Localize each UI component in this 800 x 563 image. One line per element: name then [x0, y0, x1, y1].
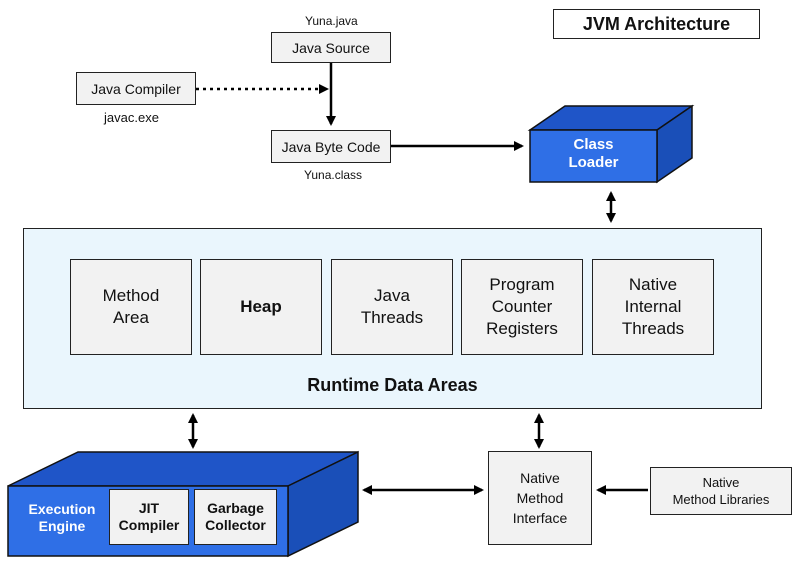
- java-source-label: Java Source: [292, 39, 370, 56]
- java-bytecode-label: Java Byte Code: [281, 138, 381, 155]
- java-compiler-label: Java Compiler: [91, 80, 181, 97]
- java-compiler-box: Java Compiler: [76, 72, 196, 105]
- method-area-box: Method Area: [70, 259, 192, 355]
- class-loader-label: Class Loader: [568, 136, 619, 171]
- java-bytecode-box: Java Byte Code: [271, 130, 391, 163]
- native-method-interface-box: Native Method Interface: [488, 451, 592, 545]
- native-internal-threads-box: Native Internal Threads: [592, 259, 714, 355]
- java-source-box: Java Source: [271, 32, 391, 63]
- native-method-libraries-box: Native Method Libraries: [650, 467, 792, 515]
- jit-compiler-box: JIT Compiler: [109, 489, 189, 545]
- diagram-title: JVM Architecture: [553, 9, 760, 39]
- class-loader-box: [527, 104, 695, 184]
- garbage-collector-box: Garbage Collector: [194, 489, 277, 545]
- compiler-exe-caption: javac.exe: [104, 110, 159, 125]
- execution-engine-label: Execution Engine: [28, 501, 96, 534]
- runtime-data-areas-label: Runtime Data Areas: [307, 375, 478, 395]
- java-threads-box: Java Threads: [331, 259, 453, 355]
- heap-box: Heap: [200, 259, 322, 355]
- bytecode-file-caption: Yuna.class: [304, 168, 363, 182]
- source-file-caption: Yuna.java: [305, 14, 358, 28]
- program-counter-registers-box: Program Counter Registers: [461, 259, 583, 355]
